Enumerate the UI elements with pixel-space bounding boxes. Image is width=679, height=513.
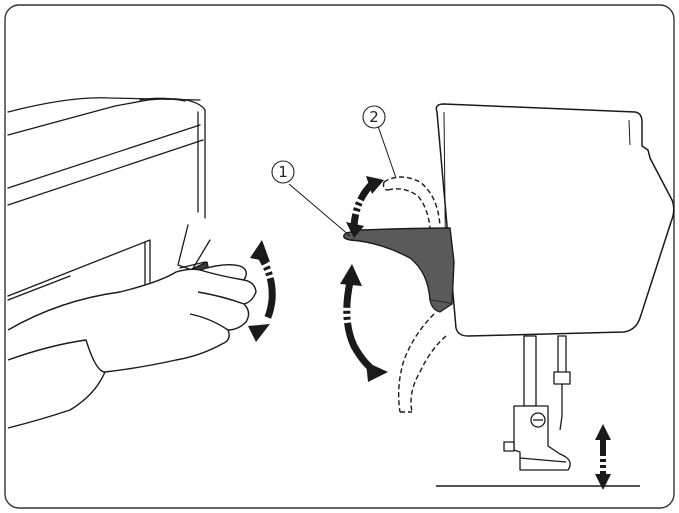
up-down-arrow-icon (595, 424, 611, 490)
presser-foot-assembly (503, 335, 571, 471)
callout-1: 1 (271, 160, 295, 184)
lever-lower-arrow-icon (340, 264, 388, 382)
callout-1-number: 1 (278, 163, 288, 181)
knee-lifter-lever (343, 227, 455, 313)
callout-2-leader (377, 125, 397, 179)
callout-2: 2 (362, 105, 386, 129)
curved-arrow-icon (248, 240, 276, 342)
callout-1-leader (288, 183, 351, 237)
sewing-machine-head (435, 103, 675, 337)
lever-swing-arrow-icon (346, 176, 384, 238)
callout-2-number: 2 (369, 108, 379, 126)
knee-illustration (7, 97, 211, 301)
knee-lifter-alternate-positions (382, 176, 447, 413)
knee-leg (7, 263, 257, 429)
